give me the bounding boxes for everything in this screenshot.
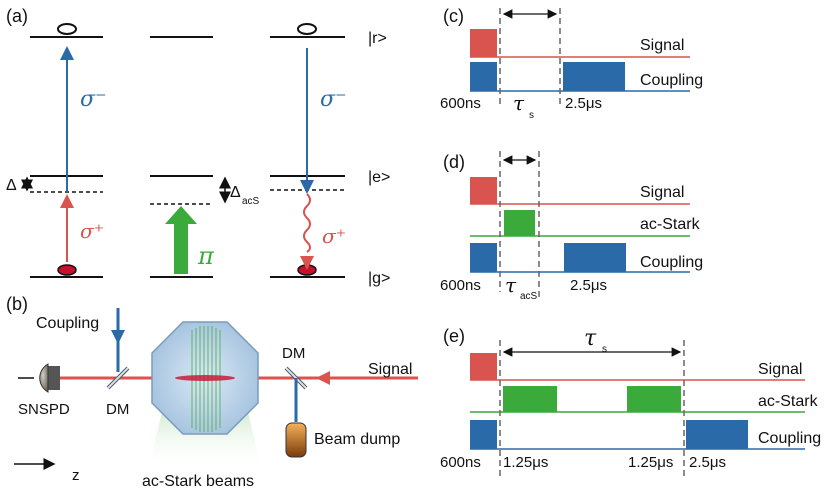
tau-sub-c: s [529, 110, 534, 121]
sigma-plus-arrowhead-right [300, 256, 314, 270]
panel-e-label: (e) [443, 326, 465, 346]
dm-left-label: DM [106, 401, 129, 418]
panel-a: (a) |r> |e> |g> σ⁻ σ⁺ Δ [6, 6, 390, 287]
coupling-pulse-1-c [470, 62, 497, 91]
signal-pulse-d [470, 177, 497, 204]
coupling-pulse-2-e [686, 420, 748, 449]
panel-c-label: (c) [443, 6, 464, 26]
population-r-right [297, 23, 317, 35]
ac-stark-pulse-1-e [503, 386, 557, 412]
sigma-plus-label-right: σ⁺ [322, 224, 346, 248]
t600-label-c: 600ns [440, 95, 481, 112]
t125b-label-e: 1.25μs [628, 454, 673, 471]
signal-label-e: Signal [758, 361, 802, 378]
level-r-label: |r> [368, 30, 387, 47]
coupling-arrowhead [111, 330, 125, 344]
panel-c: (c) Signal Coupling 600ns τ s 2.5μs [440, 6, 703, 121]
sigma-minus-arrowhead-right [300, 180, 314, 194]
level-e-label: |e> [368, 169, 390, 186]
z-label: z [72, 467, 80, 484]
ac-stark-label-d: ac-Stark [640, 216, 701, 233]
sigma-minus-label-right: σ⁻ [320, 87, 347, 112]
ac-stark-pulse-2-e [627, 386, 681, 412]
tau-sub-d: acS [520, 291, 538, 302]
snspd-label: SNSPD [18, 401, 70, 418]
panel-d-label: (d) [443, 152, 465, 172]
tau-label-c: τ [513, 91, 525, 115]
panel-a-label: (a) [6, 6, 28, 26]
signal-label-b: Signal [368, 361, 412, 378]
tau-sub-e: s [602, 344, 607, 355]
beam-dump [285, 422, 307, 458]
coupling-pulse-1-e [470, 420, 497, 449]
panel-b: (b) Signal Coupling DM DM [6, 294, 418, 490]
delta-acs-subscript: acS [242, 196, 260, 207]
panel-e: (e) τ s Signal ac-Stark Coupling 600ns 1… [440, 326, 821, 478]
atomic-cloud [175, 375, 235, 381]
coupling-label-b: Coupling [36, 315, 99, 332]
pi-arrowhead [165, 206, 197, 224]
signal-direction-arrowhead [316, 371, 330, 385]
signal-label-c: Signal [640, 37, 684, 54]
signal-label-d: Signal [640, 184, 684, 201]
dichroic-mirror-left-inner [107, 367, 129, 389]
t25-label-d: 2.5μs [570, 277, 607, 294]
signal-pulse-c [470, 29, 497, 57]
sigma-minus-arrowhead-left [60, 46, 74, 60]
snspd-body [46, 366, 60, 390]
panel-b-label: (b) [6, 294, 28, 314]
tau-label-d: τ [505, 273, 517, 297]
delta-label: Δ [6, 177, 17, 194]
coupling-pulse-2-c [563, 62, 625, 91]
dm-right-label: DM [282, 345, 305, 362]
sigma-minus-label-left: σ⁻ [80, 87, 107, 112]
snspd-dome [39, 363, 49, 393]
t600-label-d: 600ns [440, 277, 481, 294]
t25-label-c: 2.5μs [565, 95, 602, 112]
population-r-left [57, 23, 77, 35]
level-g-label: |g> [368, 270, 390, 287]
tau-label-e: τ [584, 326, 597, 351]
coupling-pulse-2-d [564, 243, 626, 272]
ac-stark-label-e: ac-Stark [758, 393, 819, 410]
coupling-label-d: Coupling [640, 254, 703, 271]
pi-label: π [197, 242, 215, 270]
t600-label-e: 600ns [440, 454, 481, 471]
ac-stark-beams-label: ac-Stark beams [142, 473, 254, 490]
panel-d: (d) Signal ac-Stark Coupling 600ns τ acS… [440, 151, 703, 302]
signal-pulse-e [470, 353, 497, 380]
ac-stark-pulse-d [504, 210, 535, 236]
sigma-plus-label-left: σ⁺ [80, 219, 104, 243]
coupling-label-e: Coupling [758, 430, 821, 447]
delta-acs-label: Δ [230, 184, 241, 201]
population-g-left [57, 264, 77, 276]
sigma-plus-wavy-decay [303, 193, 311, 253]
coupling-label-c: Coupling [640, 72, 703, 89]
t25-label-e: 2.5μs [689, 454, 726, 471]
t125a-label-e: 1.25μs [503, 454, 548, 471]
pi-arrow-shaft [174, 222, 188, 274]
sigma-plus-arrowhead-left [60, 194, 74, 208]
coupling-pulse-1-d [470, 243, 497, 272]
beam-dump-label: Beam dump [314, 431, 400, 448]
